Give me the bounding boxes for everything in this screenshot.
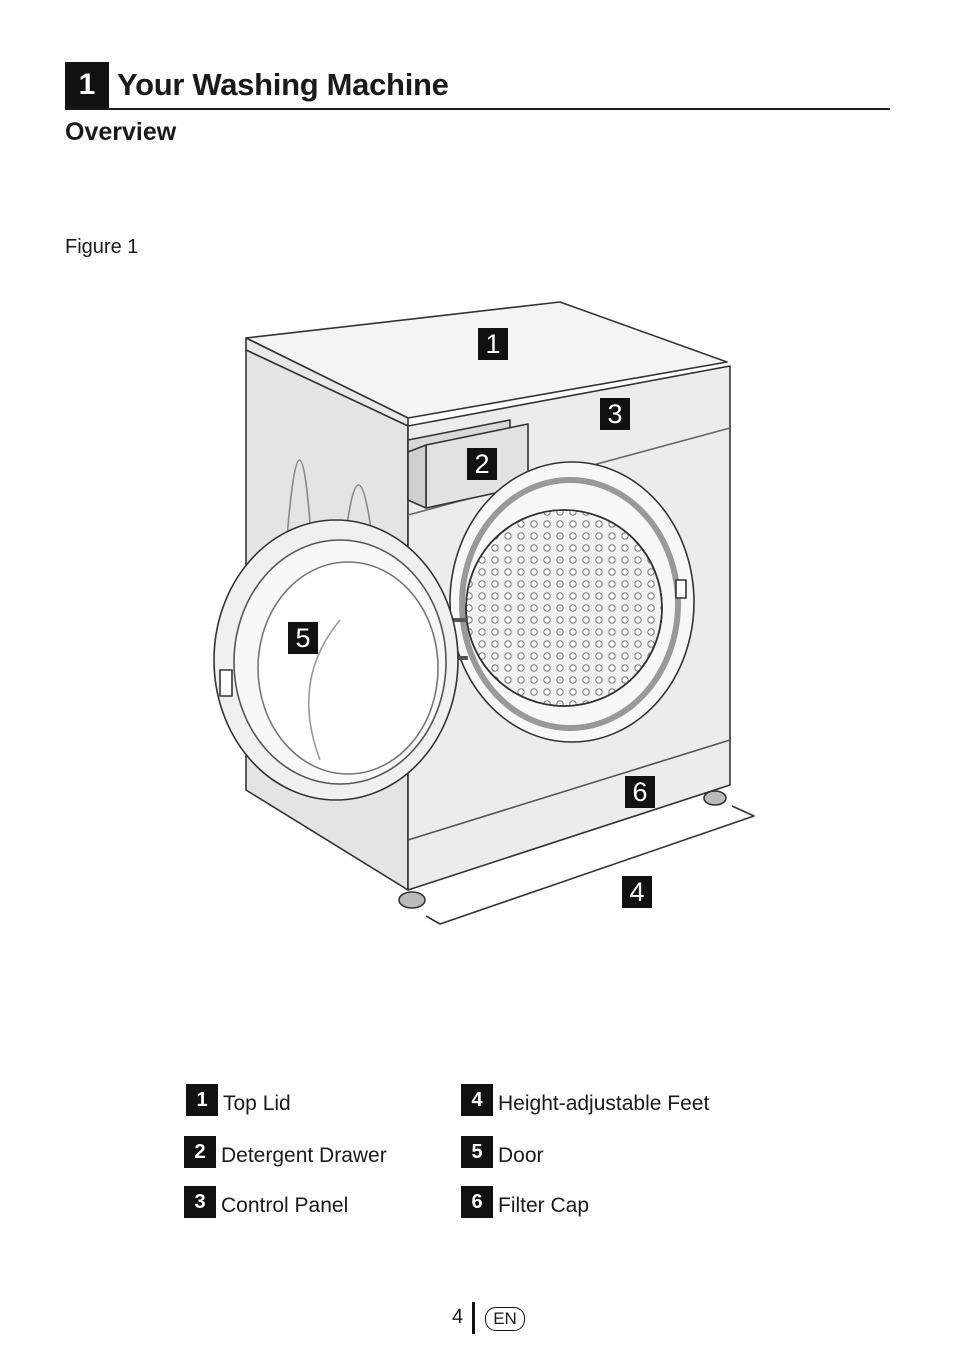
legend-label: Detergent Drawer (221, 1144, 387, 1167)
legend-number: 4 (461, 1084, 493, 1116)
parts-legend: 1 Top Lid 2 Detergent Drawer 3 Control P… (184, 1084, 744, 1234)
legend-number: 6 (461, 1186, 493, 1218)
callout-6: 6 (625, 776, 655, 808)
section-header: 1 Your Washing Machine (65, 62, 890, 110)
washing-machine-figure: 1 2 3 4 5 6 (190, 290, 770, 950)
figure-label: Figure 1 (65, 236, 139, 258)
section-number: 1 (65, 62, 109, 108)
page-footer: 4 EN (452, 1300, 532, 1336)
washing-machine-illustration (213, 301, 755, 925)
callout-5: 5 (288, 622, 318, 654)
page-title: Your Washing Machine (117, 67, 449, 102)
legend-number: 3 (184, 1186, 216, 1218)
callout-4: 4 (622, 876, 652, 908)
callout-1: 1 (478, 328, 508, 360)
legend-label: Height-adjustable Feet (498, 1092, 710, 1115)
legend-label: Top Lid (223, 1092, 291, 1115)
section-subtitle: Overview (65, 118, 177, 146)
legend-label: Control Panel (221, 1194, 349, 1217)
legend-label: Door (498, 1144, 544, 1167)
callout-3: 3 (600, 398, 630, 430)
footer-divider (472, 1302, 475, 1334)
legend-number: 1 (186, 1084, 218, 1116)
legend-number: 5 (461, 1136, 493, 1168)
legend-number: 2 (184, 1136, 216, 1168)
page-number: 4 (452, 1306, 464, 1328)
legend-label: Filter Cap (498, 1194, 590, 1217)
language-badge: EN (485, 1307, 525, 1331)
callout-2: 2 (467, 448, 497, 480)
